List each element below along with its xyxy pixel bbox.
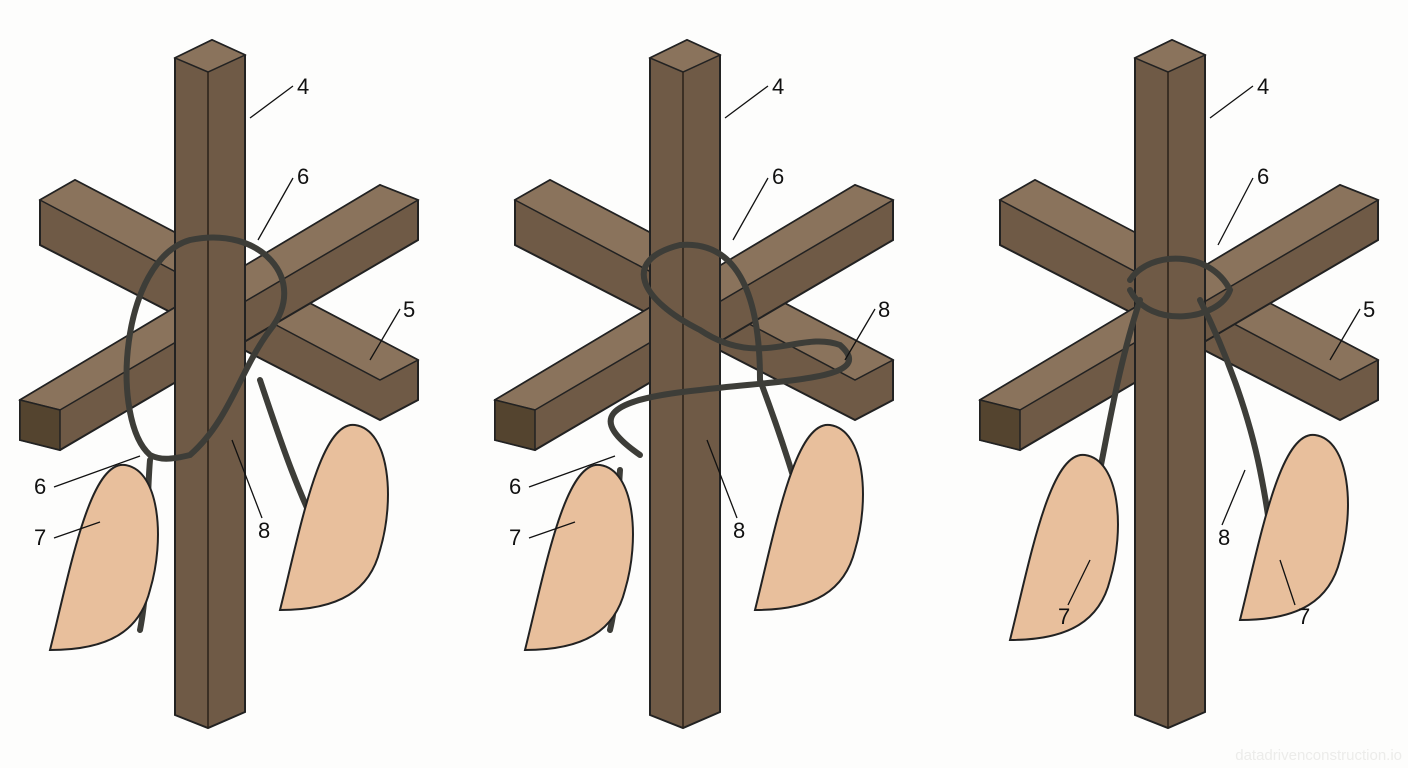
callout-label-6: 6 — [509, 474, 521, 499]
leader-line — [249, 85, 294, 119]
callout-label-6: 6 — [297, 164, 309, 189]
post-top — [648, 39, 722, 73]
callout-label-5: 5 — [403, 297, 415, 322]
callout-label-8: 8 — [878, 297, 890, 322]
panel-step-2: 4 6 8 6 7 8 — [493, 38, 895, 730]
leader-line — [1067, 559, 1091, 606]
leader-line — [1217, 177, 1254, 246]
leader-line — [1209, 85, 1254, 119]
panel-step-3: 4 6 5 8 7 7 — [978, 38, 1380, 730]
leader-line — [369, 308, 401, 361]
vertical-post — [1134, 38, 1206, 730]
leader-line — [1221, 469, 1246, 526]
callout-label-7: 7 — [1298, 604, 1310, 629]
leader-line — [844, 308, 876, 361]
leader-line — [732, 177, 769, 241]
left-hand — [48, 463, 159, 652]
leader-line — [1329, 308, 1361, 361]
leader-line — [53, 455, 141, 488]
leader-line — [528, 521, 576, 539]
left-hand — [1008, 453, 1119, 642]
beam-end — [494, 399, 536, 451]
post-top — [1133, 39, 1207, 73]
callout-label-4: 4 — [772, 74, 784, 99]
callout-label-8: 8 — [733, 518, 745, 543]
callout-label-4: 4 — [297, 74, 309, 99]
leader-line — [1279, 559, 1296, 606]
callout-label-7: 7 — [509, 525, 521, 550]
callout-label-6: 6 — [34, 474, 46, 499]
right-hand — [753, 423, 864, 612]
leader-line — [706, 439, 738, 519]
callout-label-5: 5 — [1363, 297, 1375, 322]
callout-label-6: 6 — [772, 164, 784, 189]
callout-label-8: 8 — [258, 518, 270, 543]
leader-line — [231, 439, 263, 519]
panel-step-1: 4 6 5 6 7 8 — [18, 38, 420, 730]
leader-line — [528, 455, 616, 488]
leader-line — [53, 521, 101, 539]
right-hand — [1238, 433, 1349, 622]
vertical-post — [649, 38, 721, 730]
callout-label-8: 8 — [1218, 525, 1230, 550]
callout-label-4: 4 — [1257, 74, 1269, 99]
right-hand — [278, 423, 389, 612]
callout-label-6: 6 — [1257, 164, 1269, 189]
callout-label-7: 7 — [1058, 604, 1070, 629]
leader-line — [724, 85, 769, 119]
left-hand — [523, 463, 634, 652]
beam-end — [19, 399, 61, 451]
beam-end — [979, 399, 1021, 451]
post-top — [173, 39, 247, 73]
vertical-post — [174, 38, 246, 730]
leader-line — [257, 177, 294, 241]
watermark: datadrivenconstruction.io — [1235, 747, 1402, 764]
callout-label-7: 7 — [34, 525, 46, 550]
